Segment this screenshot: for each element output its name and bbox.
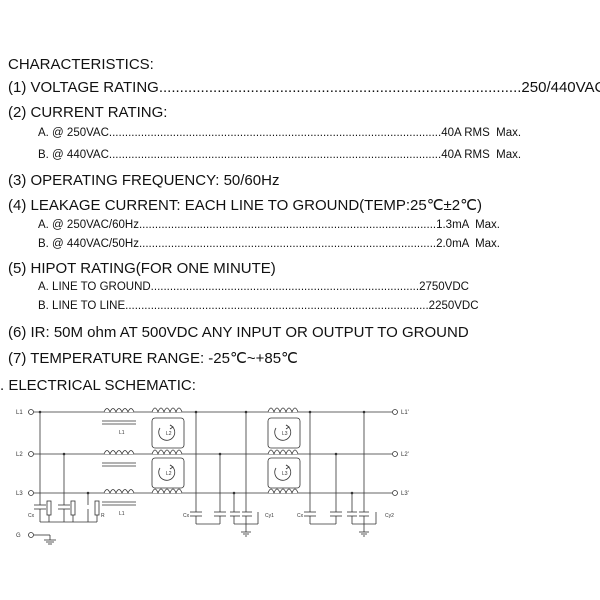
label-coil2-b: L2 — [166, 471, 172, 477]
label-l3-in: L3 — [16, 491, 23, 497]
junction-dots — [38, 410, 366, 495]
terminal-l2-out — [392, 451, 398, 457]
label-l1-out: L1' — [401, 410, 409, 416]
terminal-l1-in — [28, 409, 34, 415]
terminal-l3-out — [392, 490, 398, 496]
label-cy2: Cy2 — [385, 513, 394, 519]
label-l3-out: L3' — [401, 491, 409, 497]
terminal-l3-in — [28, 490, 34, 496]
label-coil3-a: L3 — [282, 431, 288, 437]
input-network — [34, 412, 100, 545]
label-cy1: Cy1 — [265, 513, 274, 519]
voltage-rating: (1) VOLTAGE RATING......................… — [8, 79, 600, 96]
label-g: G — [16, 533, 21, 539]
label-l2-out: L2' — [401, 452, 409, 458]
label-coil2-a: L2 — [166, 431, 172, 437]
leakage-current: (4) LEAKAGE CURRENT: EACH LINE TO GROUND… — [8, 197, 482, 214]
inductor-l2 — [151, 407, 185, 495]
schematic-title: . ELECTRICAL SCHEMATIC: — [0, 377, 196, 394]
terminal-l2-in — [28, 451, 34, 457]
section-title: CHARACTERISTICS: — [8, 56, 154, 73]
inductor-l1 — [102, 408, 136, 506]
label-cx1: Cx — [28, 513, 35, 519]
current-rating-a: A. @ 250VAC.............................… — [38, 127, 522, 139]
capacitor-bank-1 — [190, 412, 259, 537]
label-cx2: Cx — [183, 513, 190, 519]
hipot-rating-b: B. LINE TO LINE.........................… — [38, 300, 479, 312]
operating-frequency: (3) OPERATING FREQUENCY: 50/60Hz — [8, 172, 280, 189]
capacitor-bank-2 — [304, 412, 377, 537]
insulation-resistance: (6) IR: 50M ohm AT 500VDC ANY INPUT OR O… — [8, 324, 469, 341]
label-coil1-bot: L1 — [119, 511, 125, 517]
terminal-g — [28, 532, 34, 538]
inductor-l3 — [267, 407, 301, 495]
label-l2-in: L2 — [16, 452, 23, 458]
label-cx3: Cx — [297, 513, 304, 519]
current-rating: (2) CURRENT RATING: — [8, 104, 168, 121]
label-l1-in: L1 — [16, 410, 23, 416]
hipot-rating-a: A. LINE TO GROUND.......................… — [38, 281, 469, 293]
label-coil3-b: L3 — [282, 471, 288, 477]
label-r: R — [101, 513, 105, 519]
current-rating-b: B. @ 440VAC.............................… — [38, 149, 522, 161]
hipot-rating: (5) HIPOT RATING(FOR ONE MINUTE) — [8, 260, 276, 277]
leakage-current-b: B. @ 440VAC/50Hz........................… — [38, 238, 501, 250]
label-coil1-top: L1 — [119, 430, 125, 436]
leakage-current-a: A. @ 250VAC/60Hz........................… — [38, 219, 501, 231]
terminal-l1-out — [392, 409, 398, 415]
temperature-range: (7) TEMPERATURE RANGE: -25℃~+85℃ — [8, 350, 298, 367]
